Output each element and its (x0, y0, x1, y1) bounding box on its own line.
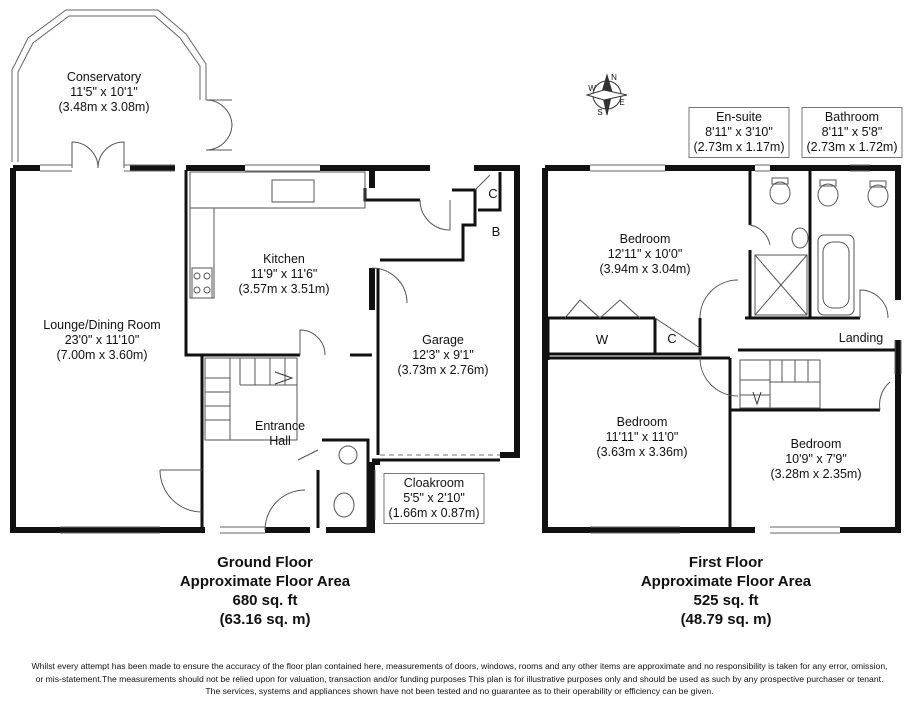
ground-floor-sqft: 680 sq. ft (232, 592, 298, 609)
room-name: Garage (422, 333, 464, 347)
first-floor-sqft: 525 sq. ft (693, 592, 759, 609)
bedroom1-label: Bedroom 12'11" x 10'0" (3.94m x 3.04m) (599, 232, 690, 277)
room-name: Bedroom (619, 232, 671, 246)
room-name-line2: Hall (269, 434, 291, 448)
wardrobe-mark: W (595, 332, 609, 347)
kitchen-units (189, 171, 366, 299)
ground-floor-sqm: (63.16 sq. m) (219, 611, 311, 628)
room-metric: (1.66m x 0.87m) (388, 506, 480, 520)
cupboard-mark-ground: C (488, 186, 498, 201)
first-floor-title: First Floor (688, 554, 764, 571)
compass-rose (585, 73, 628, 116)
bedroom3-label: Bedroom 10'9" x 7'9" (3.28m x 2.35m) (770, 437, 861, 482)
garage-label: Garage 12'3" x 9'1" (3.73m x 2.76m) (397, 333, 488, 378)
ground-interior-walls (184, 170, 502, 530)
ground-door-swings (159, 174, 491, 531)
room-imperial: 5'5" x 2'10" (403, 491, 465, 505)
ground-windows (40, 164, 376, 534)
room-name-line1: Entrance (254, 419, 306, 433)
room-name: Bathroom (824, 110, 880, 124)
landing-label: Landing (838, 331, 884, 345)
disclaimer: Whilst every attempt has been made to en… (0, 660, 919, 698)
room-imperial: 11'5" x 10'1" (70, 85, 138, 99)
conservatory-doors (71, 99, 233, 169)
bathroom-label: Bathroom 8'11" x 5'8" (2.73m x 1.72m) (801, 107, 903, 158)
ground-floor-title: Ground Floor (217, 554, 313, 571)
conservatory-outline (11, 9, 207, 162)
ground-stairs (204, 357, 298, 441)
cloakroom-label: Cloakroom 5'5" x 2'10" (1.66m x 0.87m) (383, 473, 485, 524)
ground-floor-summary: Ground Floor Approximate Floor Area 680 … (180, 553, 350, 629)
disclaimer-line3: The services, systems and appliances sho… (205, 686, 714, 696)
room-metric: (3.63m x 3.36m) (596, 445, 688, 459)
room-imperial: 12'3" x 9'1" (412, 348, 474, 362)
boiler-mark: B (491, 224, 501, 239)
compass-south: S (597, 108, 603, 117)
first-interior-walls (546, 170, 895, 528)
room-imperial: 8'11" x 3'10" (705, 125, 773, 139)
ground-outer-walls (10, 165, 520, 533)
disclaimer-line1: Whilst every attempt has been made to en… (31, 661, 888, 671)
ground-floor-subtitle: Approximate Floor Area (179, 573, 351, 590)
cupboard-mark-first: C (667, 331, 677, 346)
compass-north: N (611, 73, 617, 82)
compass-east: E (619, 98, 625, 107)
room-metric: (3.73m x 2.76m) (397, 363, 489, 377)
room-metric: (2.73m x 1.17m) (693, 140, 785, 154)
room-name: En-suite (716, 110, 762, 124)
room-imperial: 11'11" x 11'0" (605, 430, 679, 444)
compass-west: W (588, 84, 596, 93)
bathroom-fixtures (754, 177, 889, 316)
room-imperial: 12'11" x 10'0" (607, 247, 683, 261)
conservatory-label: Conservatory 11'5" x 10'1" (3.48m x 3.08… (58, 70, 149, 115)
room-metric: (3.57m x 3.51m) (238, 282, 330, 296)
first-floor-summary: First Floor Approximate Floor Area 525 s… (641, 553, 811, 629)
room-name: Bedroom (616, 415, 668, 429)
lounge-label: Lounge/Dining Room 23'0" x 11'10" (7.00m… (43, 318, 160, 363)
room-metric: (3.48m x 3.08m) (58, 100, 150, 114)
kitchen-label: Kitchen 11'9" x 11'6" (3.57m x 3.51m) (238, 252, 329, 297)
room-metric: (3.94m x 3.04m) (599, 262, 691, 276)
room-metric: (7.00m x 3.60m) (56, 348, 148, 362)
room-metric: (2.73m x 1.72m) (806, 140, 898, 154)
disclaimer-line2: or mis-statement.The measurements should… (35, 673, 884, 684)
room-metric: (3.28m x 2.35m) (770, 467, 862, 481)
first-windows (590, 164, 902, 534)
first-floor-sqm: (48.79 sq. m) (680, 611, 772, 628)
first-door-swings (564, 224, 891, 411)
room-name: Lounge/Dining Room (43, 318, 161, 332)
entrance-hall-label: Entrance Hall (255, 419, 305, 449)
first-floor-plan (542, 73, 902, 534)
ground-floor-plan (10, 9, 520, 534)
ensuite-label: En-suite 8'11" x 3'10" (2.73m x 1.17m) (688, 107, 790, 158)
first-stairs (739, 359, 821, 409)
room-name: Bedroom (790, 437, 842, 451)
room-name: Conservatory (66, 70, 142, 84)
room-name: Cloakroom (403, 476, 465, 490)
room-imperial: 23'0" x 11'10" (64, 333, 140, 347)
room-imperial: 11'9" x 11'6" (250, 267, 318, 281)
first-floor-subtitle: Approximate Floor Area (640, 573, 812, 590)
first-outer-walls (542, 165, 901, 533)
room-imperial: 8'11" x 5'8" (821, 125, 883, 139)
room-name: Kitchen (263, 252, 305, 266)
bedroom2-label: Bedroom 11'11" x 11'0" (3.63m x 3.36m) (596, 415, 687, 460)
room-imperial: 10'9" x 7'9" (785, 452, 847, 466)
